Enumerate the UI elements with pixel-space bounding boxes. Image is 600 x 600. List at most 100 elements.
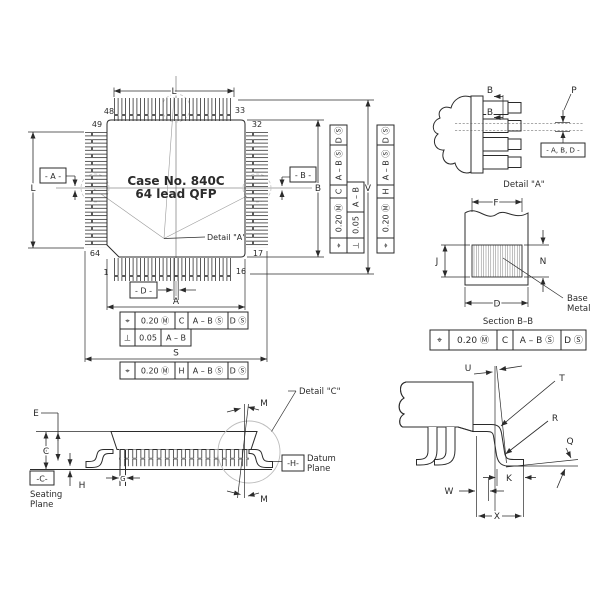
dim-G: G (106, 450, 140, 486)
fcf-cell-text: ⊥ (351, 242, 360, 249)
fcf-cell-text: ⌖ (125, 316, 130, 325)
fcf-cell-text: A – B Ⓢ (520, 335, 554, 346)
package-body (106, 119, 246, 258)
seating-plane-label-2: Plane (30, 500, 53, 510)
dim-X: X (478, 511, 522, 524)
fcf-cell-text: C (502, 336, 508, 346)
seating-plane-label-1: Seating (30, 490, 62, 500)
svg-text:M: M (260, 495, 268, 505)
dim-P: P (555, 86, 577, 140)
svg-text:T: T (558, 374, 565, 384)
pin-number-64: 64 (90, 249, 100, 258)
body-break-outline (432, 95, 472, 174)
fcf-cell-text: D Ⓢ (230, 366, 247, 375)
fcf-cell-text: 0.05 (351, 216, 360, 234)
datum-box-A: - A - (39, 167, 78, 200)
fcf-cell-text: 0.20 Ⓜ (457, 335, 489, 346)
dim-M-top: M (226, 399, 268, 413)
svg-text:B: B (315, 184, 321, 194)
fcf-cell-text: D Ⓢ (381, 127, 390, 144)
case-title-line1: Case No. 840C (127, 174, 224, 188)
dim-N: N (524, 230, 549, 292)
fcf-cell-text: A – B Ⓢ (193, 316, 224, 325)
fcf-cell-text: H (178, 366, 184, 375)
svg-text:H: H (79, 481, 86, 491)
pin-number-1: 1 (103, 268, 108, 277)
fcf-cell-text: D Ⓢ (334, 127, 343, 144)
detail-c-reference: Detail "C" (271, 387, 341, 432)
fcf-cell-text: A – B Ⓢ (334, 150, 343, 181)
svg-text:W: W (445, 487, 454, 497)
fcf-cell-text: H (381, 188, 390, 194)
detail-a-leads (482, 100, 522, 170)
svg-text:K: K (506, 474, 513, 484)
dim-M-bottom: M (226, 490, 268, 505)
fcf-cell-text: 0.20 Ⓜ (141, 316, 169, 325)
gullwing-lead-outline (472, 424, 524, 467)
fcf-cell-text: ⌖ (334, 243, 343, 248)
svg-text:- A -: - A - (45, 172, 61, 181)
svg-text:G: G (120, 475, 125, 483)
dim-F: F (471, 197, 523, 212)
svg-text:L: L (171, 87, 176, 97)
svg-text:B: B (487, 86, 493, 96)
lead-comb (119, 449, 249, 467)
fcf-cell-text: ⌖ (381, 243, 390, 248)
m-angle-slant-line (237, 403, 249, 499)
svg-text:Q: Q (566, 437, 573, 447)
fcf-cell (329, 124, 348, 146)
svg-text:- A, B, D -: - A, B, D - (546, 147, 580, 155)
dim-W: W (445, 436, 504, 517)
hanging-lead-1 (416, 427, 438, 466)
fcf-cell-text: ⌖ (125, 366, 130, 375)
pin-number-17: 17 (253, 249, 263, 258)
dim-H: H (67, 453, 86, 491)
svg-text:N: N (540, 257, 547, 267)
body-profile (110, 431, 258, 450)
datum-plane-label-2: Plane (307, 464, 330, 474)
svg-text:J: J (435, 257, 439, 267)
dim-C: C (41, 432, 51, 469)
fcf-cell (227, 361, 249, 380)
fcf-position-h-vertical: ⌖0.20 ⓂHA – B ⓈD Ⓢ (376, 124, 395, 254)
dim-A: A (106, 259, 246, 310)
base-metal-area (471, 244, 523, 278)
pin-column-left (85, 132, 107, 248)
detail-a-caption: Detail "A" (503, 180, 544, 190)
fcf-cell-text: A – B Ⓢ (193, 366, 224, 375)
svg-text:V: V (365, 184, 372, 194)
fcf-perpendicularity-vertical: ⊥ 0.05 A – B (346, 181, 365, 254)
pin-row-top (114, 98, 234, 121)
svg-text:F: F (493, 199, 498, 209)
fcf-cell (160, 328, 192, 347)
body-edge (470, 95, 484, 174)
fcf-cell (560, 329, 587, 351)
detail-c-ref-label: Detail "C" (299, 387, 341, 397)
svg-text:D: D (494, 300, 501, 310)
svg-text:- D -: - D - (135, 287, 152, 296)
pin-number-48: 48 (104, 107, 114, 116)
svg-text:Base: Base (567, 294, 588, 304)
svg-text:S: S (173, 349, 179, 359)
svg-text:-C-: -C- (36, 475, 47, 484)
datum-box-B: - B - (279, 166, 317, 200)
detail-a-reference: Detail "A" (163, 233, 246, 242)
dim-V: V (238, 99, 374, 275)
right-gullwing-lead (248, 449, 273, 468)
dim-E: E (33, 409, 61, 461)
svg-text:U: U (465, 364, 472, 374)
fcf-cell-text: ⊥ (124, 333, 131, 342)
dim-D: D (464, 287, 529, 311)
section-bb-view: F J N D Base Metal Secti (429, 197, 590, 351)
pin-number-49: 49 (92, 120, 102, 129)
datum-box-C: -C- Seating Plane (29, 470, 62, 510)
fcf-cell-text: A – B (351, 187, 360, 207)
svg-text:M: M (260, 399, 268, 409)
fcf-cell-text: A – B (166, 333, 186, 342)
svg-text:C: C (43, 447, 49, 457)
dim-B-lead-width: B B (485, 85, 504, 120)
datum-box-ABD: - A, B, D - (540, 140, 586, 158)
